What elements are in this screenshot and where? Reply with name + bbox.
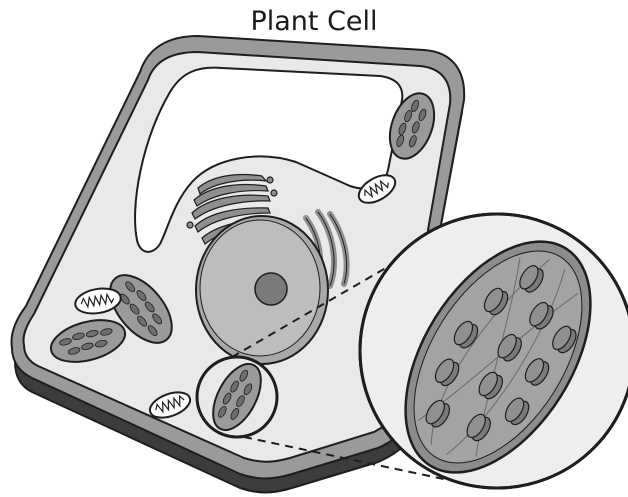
nucleus	[196, 216, 328, 364]
magnify-circle-small	[197, 356, 277, 437]
nucleolus	[255, 273, 287, 305]
zoomed-chloroplast-view	[360, 209, 628, 497]
